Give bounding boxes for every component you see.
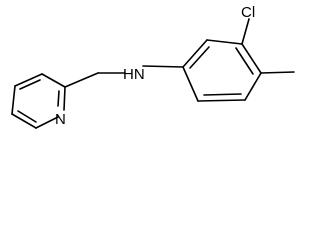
bond-bz-c5-c6 <box>197 99 246 102</box>
chemical-structure-diagram: N HN Cl <box>11 4 295 129</box>
pyridine-ring <box>11 73 66 129</box>
atom-label-nh: HN <box>123 66 145 83</box>
bond-py-inner-n-c2 <box>57 90 60 107</box>
bond-bz-c6-c1 <box>182 66 199 102</box>
bond-py-c4-c5 <box>11 85 16 115</box>
bond-bz-inner-c1-c2 <box>189 46 210 69</box>
atom-label-n-pyridine: N <box>55 111 66 128</box>
bond-nh-aryl <box>142 65 184 68</box>
bond-py-c6-n <box>35 116 59 129</box>
bond-aryl-cl <box>241 18 250 45</box>
bond-bz-inner-c3-c4 <box>235 47 254 75</box>
bond-py-c2-c3 <box>41 73 66 88</box>
benzene-ring <box>182 39 262 102</box>
bond-bz-c4-c5 <box>244 72 262 101</box>
bond-bz-c1-c2 <box>182 39 208 68</box>
bond-c2-ch2 <box>64 72 99 88</box>
bond-aryl-methyl <box>260 71 295 74</box>
structure-svg: N HN Cl <box>11 4 295 129</box>
bond-py-n-c2 <box>63 86 66 111</box>
bond-bz-c3-c4 <box>241 43 262 74</box>
bond-py-c3-c4 <box>14 73 43 87</box>
atom-label-cl: Cl <box>241 4 255 21</box>
bond-bz-c2-c3 <box>206 39 243 45</box>
bond-py-inner-c5-c6 <box>17 110 37 123</box>
bond-py-c5-c6 <box>11 113 37 129</box>
bond-bz-inner-c5-c6 <box>203 93 242 96</box>
bond-py-inner-c3-c4 <box>19 79 41 90</box>
